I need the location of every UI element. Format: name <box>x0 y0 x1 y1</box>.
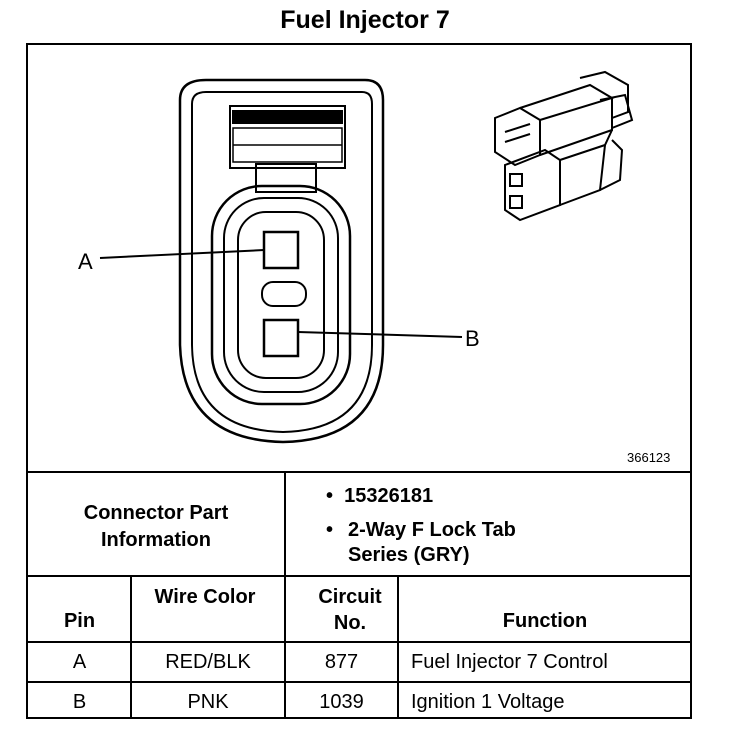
outer-frame <box>26 43 692 719</box>
connector-info-item-2: • 2-Way F Lock Tab Series (GRY) <box>326 518 556 568</box>
row-b-pin: B <box>72 691 87 713</box>
header-pin: Pin <box>63 610 96 632</box>
header-function: Function <box>502 610 588 632</box>
header-circuit-no: Circuit No. <box>318 586 382 634</box>
row-a-circuit-no: 877 <box>324 651 359 673</box>
figure-number: 366123 <box>627 450 671 465</box>
callout-a-line <box>99 249 265 259</box>
bullet: • <box>326 519 334 541</box>
part-number: 15326181 <box>344 485 434 507</box>
row-a-wire-color: RED/BLK <box>165 651 251 673</box>
connector-series: 2-Way F Lock Tab Series (GRY) <box>348 519 516 566</box>
bullet: • <box>326 485 345 507</box>
header-wire-color: Wire Color <box>154 586 256 608</box>
row-b-circuit-no: 1039 <box>319 691 364 713</box>
row-b-wire-color: PNK <box>187 691 229 713</box>
callout-a-label: A <box>78 249 93 274</box>
connector-info-label: Connector Part Information <box>83 502 229 551</box>
row-b-function: Ignition 1 Voltage <box>411 691 565 713</box>
callout-b-label: B <box>465 326 480 351</box>
diagram-title: Fuel Injector 7 <box>280 6 450 34</box>
connector-face-drawing <box>178 78 385 444</box>
connector-isometric-drawing <box>494 70 634 222</box>
connector-info-item-1: • 15326181 <box>326 484 433 509</box>
row-a-pin: A <box>72 651 87 673</box>
callout-b-line <box>297 331 463 338</box>
row-a-function: Fuel Injector 7 Control <box>411 651 608 673</box>
